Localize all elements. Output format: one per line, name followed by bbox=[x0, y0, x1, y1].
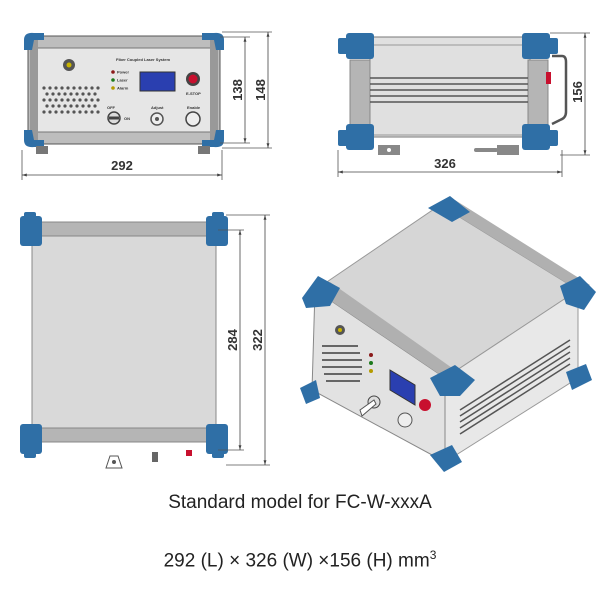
enable-label: Enable bbox=[187, 105, 201, 110]
dimensions-caption: 292 (L) × 326 (W) ×156 (H) mm3 bbox=[0, 548, 600, 572]
front-outer-height-dim: 148 bbox=[253, 79, 268, 101]
vent-grille bbox=[42, 86, 100, 114]
corner-cap bbox=[24, 130, 44, 148]
enable-button[interactable] bbox=[185, 111, 201, 127]
corner-caps bbox=[338, 33, 558, 150]
front-inner-height-dim: 138 bbox=[230, 79, 245, 101]
dimensions-text: 292 (L) × 326 (W) ×156 (H) mm bbox=[163, 550, 430, 572]
dimensions-exponent: 3 bbox=[429, 548, 437, 562]
laser-led-icon bbox=[111, 78, 115, 82]
indicator-label: Laser bbox=[117, 78, 128, 83]
display-screen bbox=[139, 71, 176, 92]
top-inner-depth-dim: 284 bbox=[225, 328, 240, 350]
side-view: 326 156 bbox=[337, 32, 590, 177]
model-caption: Standard model for FC-W-xxxA bbox=[168, 492, 432, 513]
estop-label: E-STOP bbox=[186, 91, 201, 96]
isometric-view bbox=[300, 196, 596, 472]
indicator-label: Power bbox=[117, 70, 129, 75]
adjust-label: Adjust bbox=[151, 105, 164, 110]
top-view: 284 322 bbox=[20, 212, 270, 469]
corner-cap bbox=[24, 32, 44, 50]
side-height-dim: 156 bbox=[570, 81, 585, 103]
top-outer-depth-dim: 322 bbox=[250, 329, 265, 351]
corner-cap bbox=[202, 32, 224, 50]
indicator-label: Alarm bbox=[117, 86, 129, 91]
power-led-icon bbox=[111, 70, 115, 74]
panel-title: Fiber Coupled Laser System bbox=[116, 57, 170, 62]
handle bbox=[551, 54, 568, 126]
key-off-label: OFF bbox=[107, 105, 116, 110]
corner-cap bbox=[202, 130, 224, 148]
key-on-label: ON bbox=[124, 116, 130, 121]
front-view: Fiber Coupled Laser System Power Laser A… bbox=[21, 31, 272, 180]
alarm-led-icon bbox=[111, 86, 115, 90]
side-width-dim: 326 bbox=[434, 156, 456, 171]
front-width-dim: 292 bbox=[111, 158, 133, 173]
